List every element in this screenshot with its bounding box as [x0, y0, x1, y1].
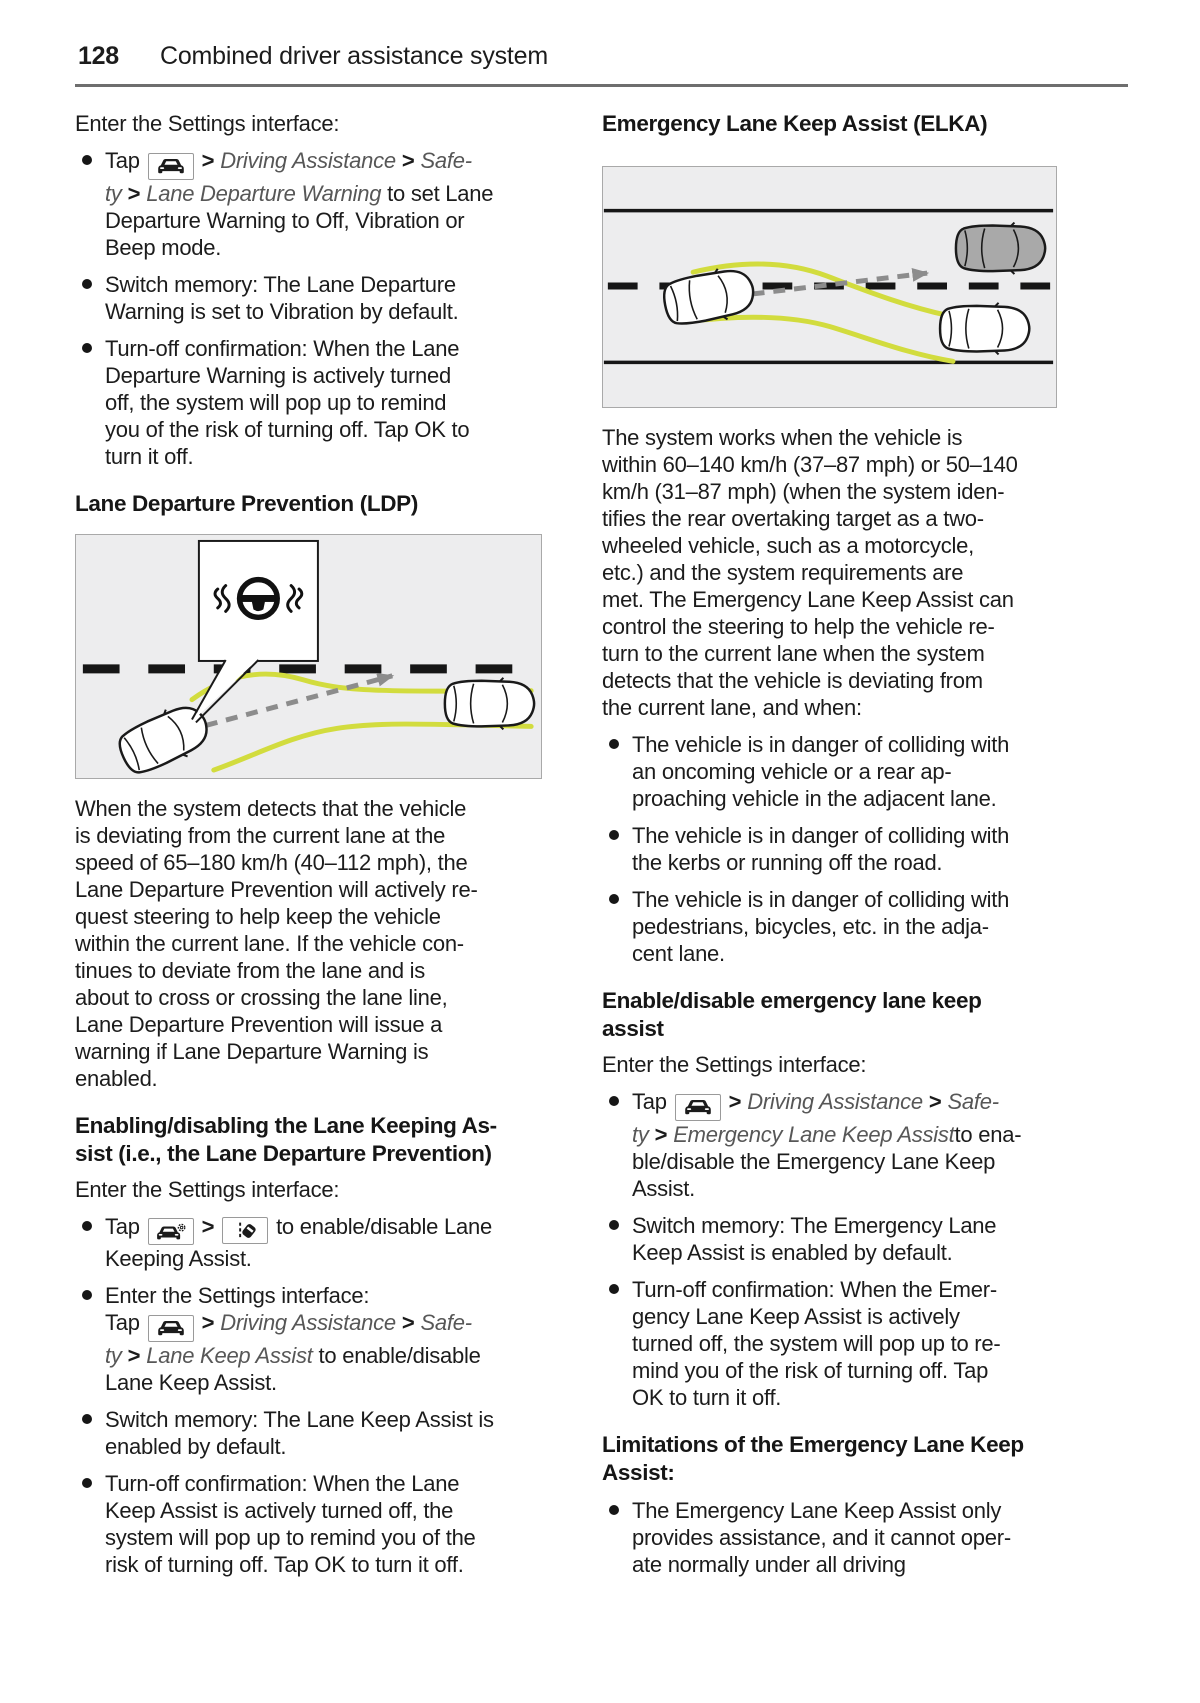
- bullet-marker: [609, 1096, 619, 1106]
- ldp-section-heading: Lane Departure Prevention (LDP): [75, 490, 418, 516]
- bullet-text: Tap >Driving Assistance>Safe-ty>Emergenc…: [632, 1089, 1022, 1201]
- bullet-marker: [82, 1477, 92, 1488]
- left-column: Enter the Settings interface: Tap >Drivi…: [75, 110, 545, 1578]
- bullet-text: Turn-off confirmation: When the Emer-gen…: [632, 1276, 1001, 1410]
- page-number: 128: [78, 42, 119, 70]
- corrected-path-lower: [684, 314, 956, 364]
- header-divider: [75, 84, 1128, 87]
- vibrating-steering-wheel-icon: [213, 576, 304, 620]
- lane-keep-assist-icon: [222, 1217, 269, 1244]
- vehicle-settings-gear-icon: [147, 1218, 194, 1245]
- bullet-marker: [609, 1283, 619, 1294]
- right-column: Emergency Lane Keep Assist (ELKA): [602, 110, 1072, 1578]
- bullet-text: Tap >Driving Assistance>Safe-ty>Lane Dep…: [105, 148, 494, 260]
- bullet-text: The vehicle is in danger of colliding wi…: [632, 732, 1010, 811]
- corrected-path-upper: [690, 261, 952, 319]
- warning-callout: [191, 539, 319, 723]
- corrected-path-lower: [211, 721, 534, 773]
- bullet-text: The vehicle is in danger of colliding wi…: [632, 887, 1010, 966]
- bullet-marker: [609, 1504, 619, 1515]
- settings-intro: Enter the Settings interface:: [75, 1176, 340, 1202]
- car-settings-button-icon: [147, 1314, 194, 1342]
- deviation-trajectory-arrow: [205, 672, 395, 728]
- elka-figure: [602, 166, 1057, 408]
- bullet-marker: [609, 894, 619, 904]
- bullet-marker: [609, 830, 619, 840]
- returned-vehicle: [938, 302, 1031, 356]
- overtaking-vehicle: [954, 221, 1047, 275]
- bullet-marker: [82, 278, 92, 289]
- elka-section-heading: Emergency Lane Keep Assist (ELKA): [602, 111, 988, 136]
- bullet-danger-kerbs: The vehicle is in danger of colliding wi…: [602, 822, 1072, 876]
- ldp-description: When the system detects that the vehicle…: [75, 795, 478, 1091]
- elka-illustration: [603, 208, 1054, 365]
- ego-vehicle: [118, 706, 208, 774]
- bullet-danger-pedestrians: The vehicle is in danger of colliding wi…: [602, 886, 1072, 967]
- bullet-marker: [82, 1220, 92, 1231]
- bullet-lka-settings-path: Enter the Settings interface:Tap >Drivin…: [75, 1282, 545, 1396]
- lead-vehicle: [443, 676, 536, 730]
- car-settings-button-icon: [147, 152, 194, 180]
- page-title: Combined driver assistance system: [160, 42, 548, 70]
- bullet-marker: [609, 1219, 619, 1230]
- car-settings-button-icon: [674, 1093, 721, 1121]
- deviation-trajectory-arrow: [752, 267, 930, 297]
- bullet-text: Enter the Settings interface:Tap >Drivin…: [105, 1283, 481, 1395]
- bullet-elka-settings-path: Tap >Driving Assistance>Safe-ty>Emergenc…: [602, 1088, 1072, 1202]
- bullet-elka-turnoff-confirmation: Turn-off confirmation: When the Emer-gen…: [602, 1276, 1072, 1411]
- ego-vehicle: [662, 268, 755, 325]
- settings-intro: Enter the Settings interface:: [75, 111, 340, 136]
- bullet-text: The vehicle is in danger of colliding wi…: [632, 823, 1010, 875]
- ldp-illustration: [82, 539, 536, 774]
- bullet-marker: [609, 739, 619, 749]
- bullet-marker: [82, 1413, 92, 1424]
- bullet-marker: [82, 342, 92, 353]
- ldp-figure: [75, 533, 542, 779]
- bullet-marker: [82, 1290, 92, 1300]
- settings-intro: Enter the Settings interface:: [602, 1052, 867, 1077]
- bullet-danger-oncoming: The vehicle is in danger of colliding wi…: [602, 731, 1072, 812]
- bullet-marker: [82, 155, 92, 165]
- bullet-ldw-settings-path: Tap >Driving Assistance>Safe-ty>Lane Dep…: [75, 147, 545, 261]
- lka-enable-heading: Enabling/disabling the Lane Keeping As-s…: [75, 1112, 497, 1166]
